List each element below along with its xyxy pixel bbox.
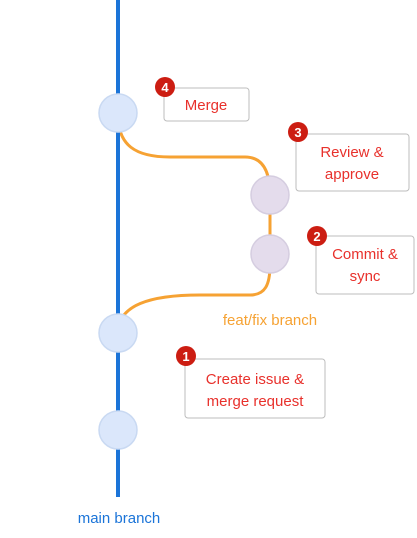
step-2-box <box>315 235 415 295</box>
review-commit-node <box>250 175 290 215</box>
step-4-label: Merge <box>185 97 228 114</box>
sync-commit-node <box>250 234 290 274</box>
branch-point-commit-node <box>98 313 138 353</box>
feature-branch-line <box>116 114 272 334</box>
step-1-label-line-2: merge request <box>207 393 305 410</box>
step-1-create-issue: Create issue & merge request 1 <box>176 346 326 419</box>
step-4-badge <box>155 77 175 97</box>
step-4-box <box>163 87 250 122</box>
step-1-box <box>184 358 326 419</box>
step-2-label-line-1: Commit & <box>332 246 398 263</box>
step-4-merge: Merge 4 <box>155 77 250 122</box>
step-1-number: 1 <box>182 349 189 364</box>
step-4-number: 4 <box>161 80 169 95</box>
step-3-box <box>295 133 410 192</box>
step-2-number: 2 <box>313 229 320 244</box>
step-3-badge <box>288 122 308 142</box>
step-3-number: 3 <box>294 125 301 140</box>
feature-branch-label: feat/fix branch <box>223 312 317 329</box>
step-2-label-line-2: sync <box>350 268 381 285</box>
step-1-label-line-1: Create issue & <box>206 371 304 388</box>
step-3-review: Review & approve 3 <box>288 122 410 192</box>
base-commit-node <box>98 410 138 450</box>
step-2-badge <box>307 226 327 246</box>
step-3-label-line-2: approve <box>325 166 379 183</box>
main-branch-label: main branch <box>78 510 161 527</box>
step-3-label-line-1: Review & <box>320 144 383 161</box>
step-1-badge <box>176 346 196 366</box>
step-2-commit: Commit & sync 2 <box>307 226 415 295</box>
merge-commit-node <box>98 93 138 133</box>
